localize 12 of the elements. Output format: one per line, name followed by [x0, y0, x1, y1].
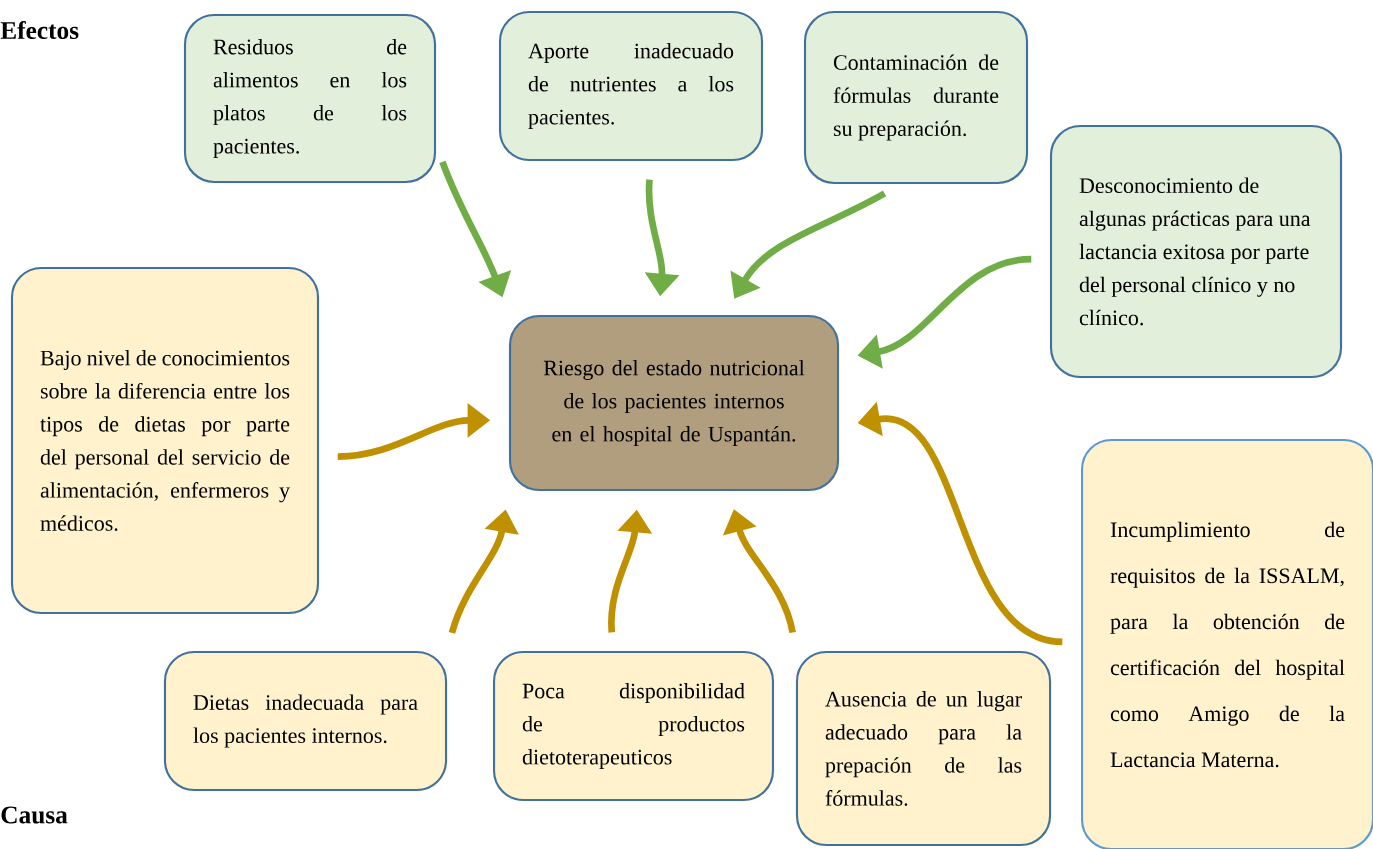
effect-box: Desconocimiento de algunas prácticas para una lactancia exitosa por parte del personal clínico y no clínico. — [1049, 124, 1343, 379]
heading: Causa — [1, 806, 68, 824]
cause-box: Incumplimiento de requisitos de la ISSALM, para la obtención de certificación del hospital como Amigo de la Lactancia Materna. — [1081, 438, 1373, 849]
cause-box: Bajo nivel de conocimientos sobre la diferencia entre los tipos de dietas por parte del personal del servicio de alimentación, enfermeros y médicos. — [10, 266, 320, 615]
cause-box: Poca disponibilidad de productos dietoterapeuticos — [492, 650, 775, 802]
cause-box: Ausencia de un lugar adecuado para la prepación de las fórmulas. — [795, 650, 1052, 847]
center-box: Riesgo del estado nutricional de los pacientes internos en el hospital de Uspantán. — [508, 314, 840, 492]
cause-box: Dietas inadecuada para los pacientes internos. — [163, 650, 448, 792]
effect-box: Aporte inadecuado de nutrientes a los pacientes. — [498, 10, 764, 162]
effect-box: Contaminación de fórmulas durante su preparación. — [803, 10, 1029, 185]
effect-box: Residuos de alimentos en los platos de los pacientes. — [183, 13, 437, 184]
heading: Efectos — [0, 20, 79, 40]
